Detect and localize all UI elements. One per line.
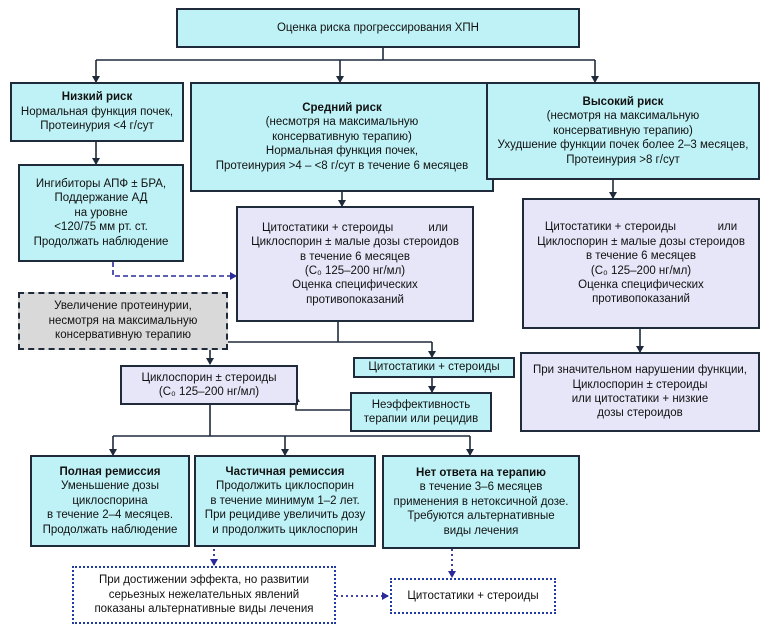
- low-risk-title: Низкий риск: [61, 91, 133, 104]
- partial-remission-line: При рецидиве увеличить дозу: [204, 509, 366, 522]
- increase-line: несмотря на максимальную: [48, 314, 198, 327]
- risk-assessment-title: Оценка риска прогрессирования ХПН: [276, 21, 479, 34]
- full-remission-line: Уменьшение дозы: [61, 480, 159, 493]
- low-treatment-line: Ингибиторы АПФ ± БРА,: [35, 178, 167, 191]
- high-risk-line: консервативную терапию): [553, 124, 693, 137]
- severe-line: Циклоспорин ± стероиды: [572, 378, 708, 391]
- high-treatment-line: противопоказаний: [592, 293, 690, 306]
- low-treatment-line: <120/75 мм рт. ст.: [54, 221, 148, 234]
- low-risk-box: Низкий риск Нормальная функция почек, Пр…: [10, 82, 184, 142]
- ineffective-therapy-box: Неэффективность терапии или рецидив: [350, 392, 492, 432]
- medium-risk-line: консервативную терапию): [272, 130, 412, 143]
- partial-remission-line: и продолжить циклоспорин: [212, 523, 358, 536]
- proteinuria-increase-box: Увеличение протеинурии, несмотря на макс…: [18, 292, 228, 350]
- high-treatment-line: Цитостатики + стероиды или: [544, 221, 738, 234]
- low-treatment-line: Продолжать наблюдение: [33, 235, 169, 248]
- partial-remission-line: в течение минимум 1–2 лет.: [210, 494, 360, 507]
- low-risk-treatment-box: Ингибиторы АПФ ± БРА, Поддержание АД на …: [18, 164, 184, 262]
- adverse-line: При достижении эффекта, но развитии: [98, 574, 310, 587]
- full-remission-title: Полная ремиссия: [59, 466, 161, 479]
- severe-impairment-box: При значительном нарушении функции, Цикл…: [520, 352, 760, 432]
- partial-remission-box: Частичная ремиссия Продолжить циклоспори…: [194, 455, 376, 547]
- low-treatment-line: на уровне: [74, 206, 128, 219]
- risk-assessment-box: Оценка риска прогрессирования ХПН: [176, 8, 580, 48]
- low-risk-line: Нормальная функция почек,: [20, 105, 174, 118]
- high-risk-title: Высокий риск: [582, 96, 664, 109]
- cytostatics-line: Цитостатики + стероиды: [368, 361, 500, 374]
- cytostatics-final-box: Цитостатики + стероиды: [390, 578, 556, 614]
- no-response-line: применения в нетоксичной дозе.: [393, 495, 569, 508]
- cyclosporin-box: Циклоспорин ± стероиды (C₀ 125–200 нг/мл…: [120, 365, 298, 405]
- no-response-line: в течение 3–6 месяцев: [419, 481, 543, 494]
- high-treatment-line: в течение 6 месяцев: [585, 250, 697, 263]
- full-remission-line: Продолжать наблюдение: [42, 523, 178, 536]
- severe-line: дозы стероидов: [597, 407, 683, 420]
- cyclosporin-line: Циклоспорин ± стероиды: [141, 371, 277, 384]
- cytostatics-final-line: Цитостатики + стероиды: [407, 589, 539, 602]
- high-risk-treatment-box: Цитостатики + стероиды или Циклоспорин ±…: [522, 198, 760, 329]
- low-risk-line: Протеинурия <4 г/сут: [40, 120, 154, 133]
- medium-treatment-line: Оценка специфических: [292, 279, 418, 292]
- adverse-line: серьезных нежелательных явлений: [108, 588, 300, 601]
- no-response-title: Нет ответа на терапию: [416, 467, 546, 480]
- medium-risk-line: (несмотря на максимальную: [265, 116, 419, 129]
- medium-treatment-line: в течение 6 месяцев: [299, 250, 411, 263]
- severe-line: или цитостатики + низкие: [571, 393, 709, 405]
- medium-treatment-line: Цитостатики + стероиды или: [262, 221, 448, 234]
- ineffective-line: терапии или рецидив: [363, 413, 479, 425]
- no-response-box: Нет ответа на терапию в течение 3–6 меся…: [382, 455, 580, 549]
- ineffective-line: Неэффективность: [371, 398, 471, 411]
- severe-line: При значительном нарушении функции,: [532, 364, 748, 377]
- no-response-line: Требуются альтернативные: [407, 510, 555, 523]
- no-response-line: виды лечения: [443, 524, 519, 537]
- adverse-effects-box: При достижении эффекта, но развитии серь…: [72, 566, 336, 624]
- full-remission-line: в течение 2–4 месяцев.: [46, 509, 174, 522]
- adverse-line: показаны альтернативные виды лечения: [94, 603, 314, 616]
- high-risk-line: Протеинурия >8 г/сут: [566, 153, 680, 166]
- medium-risk-box: Средний риск (несмотря на максимальную к…: [190, 82, 494, 192]
- high-treatment-line: (C₀ 125–200 нг/мл): [590, 264, 692, 277]
- medium-risk-line: Протеинурия >4 – <8 г/сут в течение 6 ме…: [215, 159, 469, 172]
- medium-treatment-line: (C₀ 125–200 нг/мл): [304, 265, 406, 277]
- medium-treatment-line: противопоказаний: [306, 293, 404, 306]
- cytostatics-box: Цитостатики + стероиды: [353, 357, 515, 378]
- medium-risk-treatment-box: Цитостатики + стероиды или Циклоспорин ±…: [236, 206, 474, 322]
- low-treatment-line: Поддержание АД: [54, 192, 148, 205]
- high-treatment-line: Циклоспорин ± малые дозы стероидов: [537, 235, 745, 248]
- full-remission-line: циклоспорина: [72, 494, 148, 507]
- increase-line: Увеличение протеинурии,: [54, 300, 192, 313]
- high-risk-line: Ухудшение функции почек более 2–3 месяце…: [497, 139, 749, 152]
- medium-treatment-line: Циклоспорин ± малые дозы стероидов: [251, 236, 459, 249]
- medium-risk-line: Нормальная функция почек,: [265, 145, 419, 158]
- high-risk-box: Высокий риск (несмотря на максимальную к…: [486, 82, 760, 180]
- high-treatment-line: Оценка специфических: [578, 278, 704, 291]
- full-remission-box: Полная ремиссия Уменьшение дозы циклоспо…: [30, 455, 190, 547]
- medium-risk-title: Средний риск: [302, 102, 382, 115]
- high-risk-line: (несмотря на максимальную: [546, 110, 700, 123]
- increase-line: консервативную терапию: [55, 329, 191, 342]
- partial-remission-line: Продолжить циклоспорин: [216, 480, 354, 493]
- partial-remission-title: Частичная ремиссия: [225, 466, 345, 479]
- cyclosporin-line: (C₀ 125–200 нг/мл): [158, 386, 260, 398]
